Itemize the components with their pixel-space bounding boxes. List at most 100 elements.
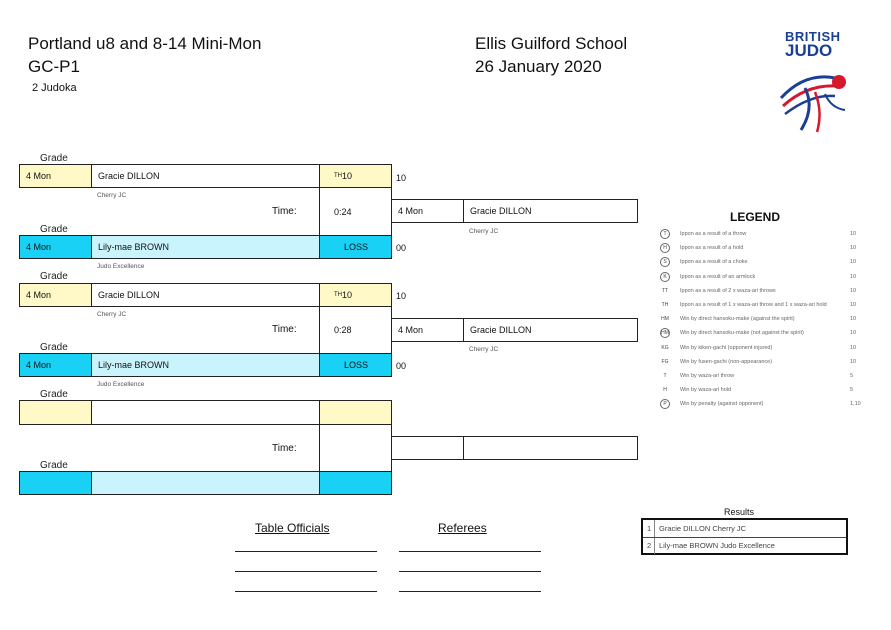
winner-club: Cherry JC xyxy=(469,228,499,235)
results-table: 1 Gracie DILLON Cherry JC 2 Lily-mae BRO… xyxy=(641,518,848,555)
legend-points: 10 xyxy=(850,231,857,237)
time-label: Time: xyxy=(272,206,297,217)
legend-description: Win by kiken-gachi (opponent injured) xyxy=(680,344,773,351)
legend-points: 10 xyxy=(850,259,857,266)
judoka-emblem-icon xyxy=(779,75,846,133)
legend-points: 10 xyxy=(850,273,857,280)
white-club: Cherry JC xyxy=(97,311,127,318)
contest-time: 0:28 xyxy=(334,325,352,335)
legend-points: 10 xyxy=(850,287,857,294)
legend-points: 5 xyxy=(850,373,854,379)
legend-points: 10 xyxy=(850,330,857,337)
winner-name: Gracie DILLON xyxy=(463,199,638,223)
legend-symbol-icon: TT xyxy=(661,287,669,294)
blue-score xyxy=(319,471,392,495)
white-grade xyxy=(19,400,92,425)
white-result: 10 xyxy=(396,173,407,183)
legend-description: Win by direct hansoku-make (against the … xyxy=(680,316,795,323)
legend-item: TH Ippon as a result of 1 x waza-ari thro… xyxy=(660,300,860,312)
time-label: Time: xyxy=(272,324,297,335)
legend-item: S Ippon as a result of a choke 10 xyxy=(660,257,860,269)
blue-club: Judo Excellence xyxy=(97,381,145,388)
legend-item: HM Win by direct hansoku-make (against th… xyxy=(660,314,860,326)
legend-points: 10 xyxy=(850,344,857,351)
legend-title: LEGEND xyxy=(730,210,781,224)
legend-points: 10 xyxy=(850,245,857,252)
legend-symbol-icon: H xyxy=(660,243,670,254)
legend-symbol-icon: HM xyxy=(661,316,669,323)
signature-line xyxy=(399,571,541,572)
winner-name xyxy=(463,436,638,460)
table-officials-heading: Table Officials xyxy=(255,521,330,535)
legend-description: Win by waza-ari hold xyxy=(680,387,732,394)
legend-description: Win by direct hansoku-make (not against … xyxy=(680,330,804,337)
blue-score: LOSS xyxy=(319,353,392,377)
legend-symbol-icon: S xyxy=(660,257,670,268)
contest-time: 0:24 xyxy=(334,207,352,217)
legend-symbol-icon: P xyxy=(660,399,670,410)
legend-points: 10 xyxy=(850,302,857,308)
event-title: Portland u8 and 8-14 Mini-Mon xyxy=(28,34,262,53)
legend-points: 10 xyxy=(850,358,857,365)
results-title: Results xyxy=(724,507,755,517)
legend-symbol-icon: T xyxy=(663,373,667,379)
signature-line xyxy=(235,551,377,552)
legend-symbol-icon: K xyxy=(660,271,670,282)
blue-grade xyxy=(19,471,92,495)
white-result: 10 xyxy=(396,291,407,301)
signature-line xyxy=(235,591,377,592)
time-box xyxy=(319,187,392,236)
white-grade: 4 Mon xyxy=(19,164,92,188)
winner-grade: 4 Mon xyxy=(391,199,464,223)
legend-description: Ippon as a result of 1 x waza-ari throw … xyxy=(680,302,827,308)
blue-result: 00 xyxy=(396,243,407,253)
legend-symbol-icon: KG xyxy=(661,344,669,351)
blue-grade: 4 Mon xyxy=(19,353,92,377)
blue-grade: 4 Mon xyxy=(19,235,92,259)
blue-club: Judo Excellence xyxy=(97,263,145,270)
grade-label: Grade xyxy=(40,271,68,282)
signature-line xyxy=(399,551,541,552)
winner-club: Cherry JC xyxy=(469,346,499,353)
grade-label: Grade xyxy=(40,460,68,471)
blue-name xyxy=(91,471,320,495)
venue: Ellis Guilford School xyxy=(475,34,628,53)
blue-result: 00 xyxy=(396,361,407,371)
white-grade: 4 Mon xyxy=(19,283,92,307)
referees-heading: Referees xyxy=(438,521,487,535)
grade-label: Grade xyxy=(40,389,68,400)
legend-description: Ippon as a result of a throw xyxy=(680,231,747,237)
legend-item: TT Ippon as a result of 2 x waza-ari thro… xyxy=(660,286,860,298)
grade-label: Grade xyxy=(40,224,68,235)
white-name xyxy=(91,400,320,425)
legend-description: Ippon as a result of a choke xyxy=(680,259,748,266)
grade-label: Grade xyxy=(40,342,68,353)
blue-name: Lily-mae BROWN xyxy=(91,353,320,377)
legend-points: 10 xyxy=(850,316,857,323)
judoka-count: 2 Judoka xyxy=(32,82,77,94)
event-date: 26 January 2020 xyxy=(475,57,602,76)
legend-points: 5 xyxy=(850,387,854,394)
legend-symbol-icon: FG xyxy=(661,358,669,365)
legend-item: KG Win by kiken-gachi (opponent injured) 1… xyxy=(660,343,860,355)
white-name: Gracie DILLON xyxy=(91,283,320,307)
legend-description: Ippon as a result of 2 x waza-ari throws xyxy=(680,287,776,294)
grade-label: Grade xyxy=(40,153,68,164)
winner-grade xyxy=(391,436,464,460)
legend-symbol-icon: TH xyxy=(661,302,669,308)
winner-grade: 4 Mon xyxy=(391,318,464,342)
legend-description: Win by penalty (against opponent) xyxy=(680,401,764,408)
legend-description: Win by fusen-gachi (non-appearance) xyxy=(680,358,773,365)
signature-line xyxy=(235,571,377,572)
white-score xyxy=(319,400,392,425)
white-name: Gracie DILLON xyxy=(91,164,320,188)
legend-item: FG Win by fusen-gachi (non-appearance) 10 xyxy=(660,357,860,369)
white-club: Cherry JC xyxy=(97,192,127,199)
